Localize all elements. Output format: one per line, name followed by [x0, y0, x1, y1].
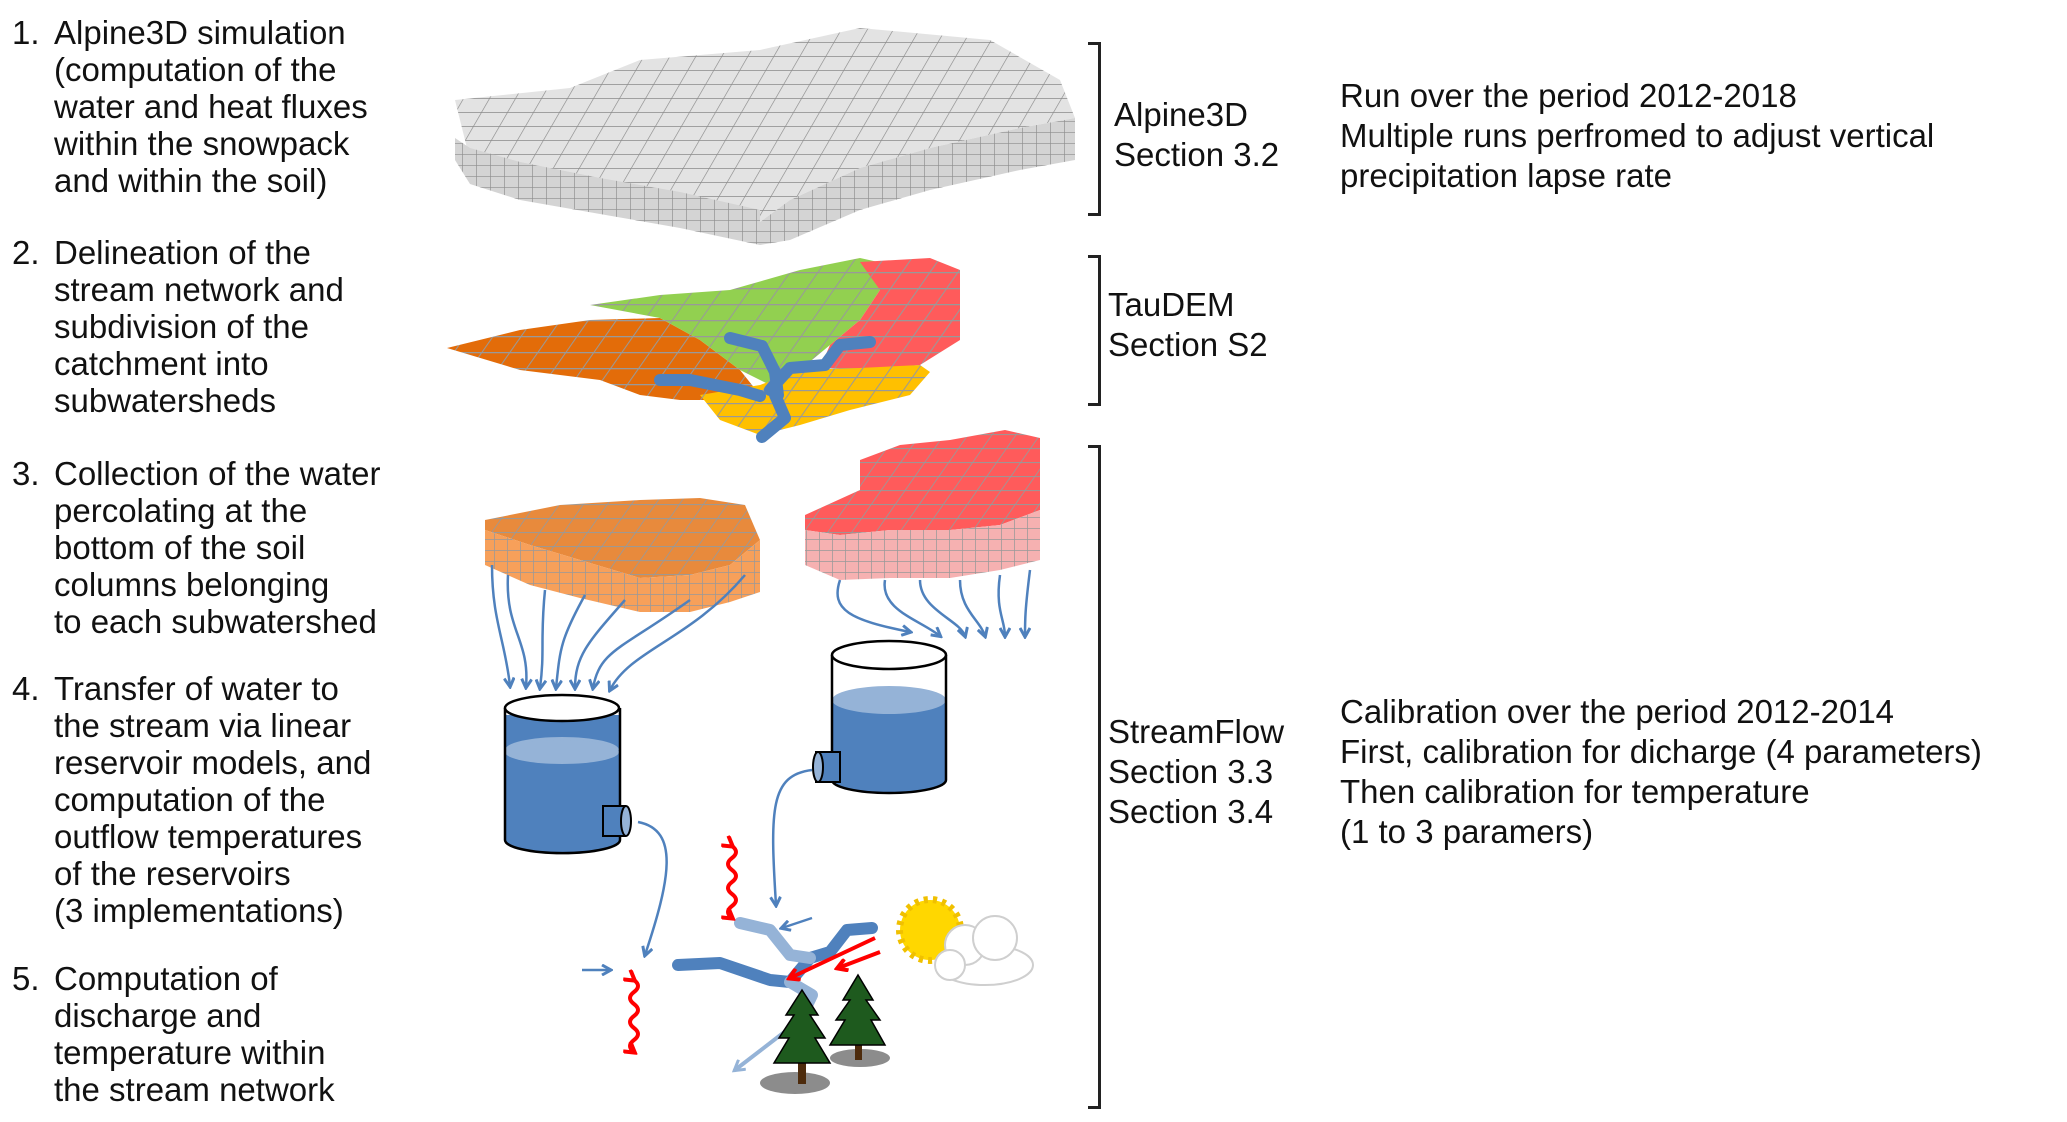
reservoir-tank-right [812, 639, 948, 795]
reservoir-tank-left [503, 693, 632, 855]
step-line: subdivision of the [54, 308, 309, 345]
tool-name: Alpine3D [1114, 96, 1248, 133]
note-line: Multiple runs perfromed to adjust vertic… [1340, 117, 1935, 154]
step-3: 3. Collection of the water percolating a… [12, 455, 381, 640]
subwatershed-block-orange [485, 498, 760, 612]
tool-label-alpine3d: Alpine3D Section 3.2 [1114, 95, 1279, 175]
subwatershed-block-red [805, 430, 1040, 580]
note-line: Then calibration for temperature [1340, 773, 1810, 810]
step-line: (3 implementations) [54, 892, 344, 929]
step-line: to each subwatershed [54, 603, 377, 640]
tool-name: TauDEM [1108, 286, 1235, 323]
tool-section: Section S2 [1108, 326, 1268, 363]
note-line: (1 to 3 paramers) [1340, 813, 1594, 850]
step-line: subwatersheds [54, 382, 276, 419]
subwatershed-grid [447, 258, 960, 443]
tool-section: Section 3.4 [1108, 793, 1274, 830]
note-line: First, calibration for dicharge (4 param… [1340, 733, 1982, 770]
step-line: water and heat fluxes [54, 88, 368, 125]
step-line: the stream via linear [54, 707, 352, 744]
step-line: of the reservoirs [54, 855, 291, 892]
tool-label-streamflow: StreamFlow Section 3.3 Section 3.4 [1108, 712, 1284, 832]
step-line: Transfer of water to [54, 670, 339, 707]
note-line: Run over the period 2012-2018 [1340, 77, 1797, 114]
tool-label-taudem: TauDEM Section S2 [1108, 285, 1268, 365]
step-2: 2. Delineation of the stream network and… [12, 234, 344, 419]
percolation-arrows-right [836, 569, 1032, 636]
step-line: discharge and [54, 997, 262, 1034]
percolation-arrows-left [490, 564, 746, 690]
step-line: Delineation of the [54, 234, 311, 271]
step-line: outflow temperatures [54, 818, 363, 855]
step-line: within the snowpack [54, 125, 350, 162]
bracket-streamflow [1088, 445, 1101, 1109]
step-line: Alpine3D simulation [54, 14, 346, 51]
step-line: temperature within [54, 1034, 326, 1071]
sun-cloud-icon [896, 896, 1034, 986]
step-5: 5. Computation of discharge and temperat… [12, 960, 335, 1108]
note-alpine3d: Run over the period 2012-2018 Multiple r… [1340, 76, 1934, 196]
step-line: bottom of the soil [54, 529, 306, 566]
step-line: and within the soil) [54, 162, 328, 199]
step-line: reservoir models, and [54, 744, 372, 781]
step-line: stream network and [54, 271, 344, 308]
outflow-arrows [582, 768, 813, 970]
step-line: columns belonging [54, 566, 330, 603]
step-number: 3. [12, 455, 40, 492]
step-line: (computation of the [54, 51, 337, 88]
tool-name: StreamFlow [1108, 713, 1285, 750]
step-number: 5. [12, 960, 40, 997]
stream-network-icon [654, 332, 876, 443]
bracket-alpine3d [1088, 42, 1101, 216]
step-4: 4. Transfer of water to the stream via l… [12, 670, 371, 929]
tool-section: Section 3.2 [1114, 136, 1280, 173]
step-line: the stream network [54, 1071, 335, 1108]
step-number: 1. [12, 14, 40, 51]
alpine3d-grid [455, 28, 1075, 245]
step-line: catchment into [54, 345, 269, 382]
step-1: 1. Alpine3D simulation (computation of t… [12, 14, 368, 199]
note-line: precipitation lapse rate [1340, 157, 1673, 194]
bracket-taudem [1088, 255, 1101, 406]
step-line: computation of the [54, 781, 326, 818]
trees-icon [760, 973, 890, 1094]
step-line: percolating at the [54, 492, 308, 529]
step-line: Computation of [54, 960, 278, 997]
note-streamflow: Calibration over the period 2012-2014 Fi… [1340, 692, 1982, 852]
note-line: Calibration over the period 2012-2014 [1340, 693, 1895, 730]
step-line: Collection of the water [54, 455, 381, 492]
tool-section: Section 3.3 [1108, 753, 1274, 790]
stream-network [672, 917, 878, 1070]
heat-exchange-arrows [630, 846, 881, 1052]
step-number: 4. [12, 670, 40, 707]
step-number: 2. [12, 234, 40, 271]
